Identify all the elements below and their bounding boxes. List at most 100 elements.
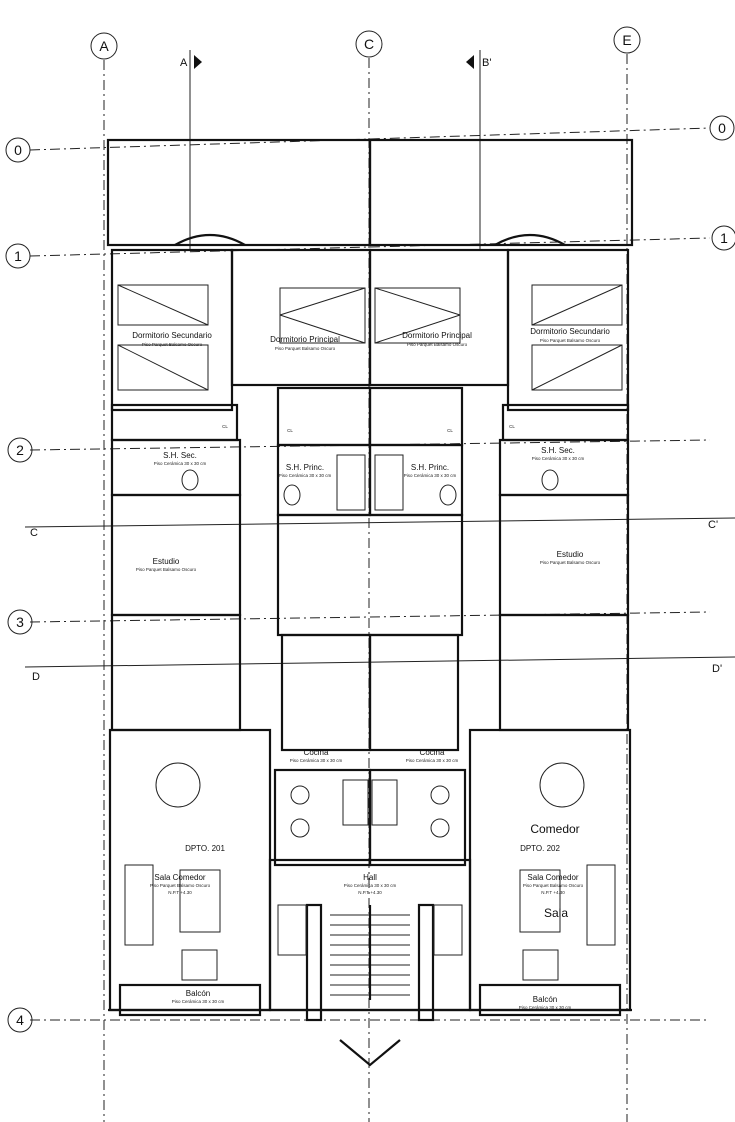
svg-text:S.H. Sec.: S.H. Sec.	[541, 446, 575, 455]
svg-text:A: A	[99, 38, 109, 54]
bed	[531, 284, 623, 326]
walls	[24, 50, 735, 1122]
coffee-table-icon	[519, 869, 561, 933]
armchair-icon	[522, 949, 559, 981]
planter	[494, 234, 566, 246]
sofa-icon	[586, 864, 616, 946]
svg-text:S.H. Sec.: S.H. Sec.	[163, 451, 197, 460]
section-arrow-icon	[466, 55, 474, 69]
closet-label: CL	[509, 424, 515, 429]
room-sh-sec-left: S.H. Sec.Piso Cerámica 30 x 30 cm	[154, 451, 207, 466]
axis-E: E	[613, 26, 641, 54]
svg-text:Piso Cerámica 30 x 30 cm: Piso Cerámica 30 x 30 cm	[404, 473, 457, 478]
dining-table-icon	[155, 762, 201, 808]
room-balcon	[118, 983, 262, 1017]
svg-text:N.P.T +4.30: N.P.T +4.30	[358, 890, 382, 895]
svg-text:Dormitorio Principal: Dormitorio Principal	[270, 335, 340, 344]
grid-line	[29, 237, 711, 257]
svg-text:Piso Parquet Balsamo Oscuro: Piso Parquet Balsamo Oscuro	[150, 883, 211, 888]
axis-2: 2	[7, 437, 33, 463]
section-line-D	[24, 656, 735, 668]
svg-text:Dormitorio Secundario: Dormitorio Secundario	[132, 331, 212, 340]
svg-text:Cocina: Cocina	[420, 748, 445, 757]
svg-text:E: E	[622, 32, 631, 48]
closet-label: CL	[447, 428, 453, 433]
bed-diagonal	[279, 314, 366, 344]
room	[498, 613, 630, 732]
stair-wall	[305, 903, 323, 1022]
stove-burner-icon	[430, 818, 450, 838]
svg-text:S.H. Princ.: S.H. Princ.	[411, 463, 449, 472]
stove-icon	[371, 779, 398, 826]
svg-text:0: 0	[14, 142, 22, 158]
axis-C: C	[355, 30, 383, 58]
axis-0: 00	[5, 115, 735, 163]
svg-text:2: 2	[16, 442, 24, 458]
room-dormitorio-secundario	[110, 248, 234, 412]
svg-text:1: 1	[14, 248, 22, 264]
elevator-icon	[433, 904, 463, 956]
svg-text:Sala Comedor: Sala Comedor	[527, 873, 578, 882]
room-sala-right: Sala	[544, 906, 568, 920]
elevator-icon	[277, 904, 307, 956]
svg-text:N.P.T +4.30: N.P.T +4.30	[168, 890, 192, 895]
room-dormitorio-principal	[368, 248, 510, 387]
svg-text:Hall: Hall	[363, 873, 377, 882]
section-C2: C'	[708, 519, 718, 531]
room-estudio	[110, 493, 242, 617]
section-D2: D'	[712, 663, 722, 675]
svg-text:Sala Comedor: Sala Comedor	[154, 873, 205, 882]
terrace	[106, 138, 372, 247]
bed	[531, 344, 623, 391]
section-line-C	[24, 517, 735, 528]
svg-text:N.P.T +4.30: N.P.T +4.30	[541, 890, 565, 895]
svg-text:Piso Parquet Balsamo Oscuro: Piso Parquet Balsamo Oscuro	[540, 338, 601, 343]
section-D: D	[32, 671, 40, 683]
room-sh-princ-right: S.H. Princ.Piso Cerámica 30 x 30 cm	[404, 463, 457, 478]
svg-text:Piso Parquet Balsamo Oscuro: Piso Parquet Balsamo Oscuro	[275, 346, 336, 351]
entrance	[339, 1039, 401, 1067]
toilet-icon	[181, 469, 199, 491]
svg-text:Piso Parquet Balsamo Oscuro: Piso Parquet Balsamo Oscuro	[407, 342, 468, 347]
room-comedor-right: Comedor	[530, 822, 579, 836]
room-sh-princ-left: S.H. Princ.Piso Cerámica 30 x 30 cm	[279, 463, 332, 478]
planter	[174, 234, 246, 246]
bed-diagonal	[374, 287, 461, 316]
closet	[276, 386, 372, 447]
bathtub-icon	[374, 454, 404, 511]
kitchen-counter	[368, 768, 467, 867]
room-dormitorio-principal	[230, 248, 372, 387]
bed	[117, 344, 209, 391]
svg-text:Piso Parquet Balsamo Oscuro: Piso Parquet Balsamo Oscuro	[142, 342, 203, 347]
section-B: B'	[482, 57, 491, 69]
svg-text:Balcón: Balcón	[533, 995, 557, 1004]
toilet-icon	[283, 484, 301, 506]
svg-text:Dormitorio Secundario: Dormitorio Secundario	[530, 327, 610, 336]
svg-text:Piso Parquet Balsamo Oscuro: Piso Parquet Balsamo Oscuro	[523, 883, 584, 888]
stove-burner-icon	[430, 785, 450, 805]
stove-icon	[342, 779, 369, 826]
armchair-icon	[181, 949, 218, 981]
svg-text:C: C	[364, 36, 374, 52]
kitchen-counter	[273, 768, 372, 867]
svg-text:4: 4	[16, 1012, 24, 1028]
closet	[368, 386, 464, 447]
coffee-table-icon	[179, 869, 221, 933]
toilet-icon	[439, 484, 457, 506]
svg-text:Piso Cerámica 30 x 30 cm: Piso Cerámica 30 x 30 cm	[172, 999, 225, 1004]
bed-diagonal	[117, 284, 209, 326]
grid-line	[29, 611, 711, 623]
svg-text:Piso Parquet Balsamo Oscuro: Piso Parquet Balsamo Oscuro	[136, 567, 197, 572]
svg-text:Estudio: Estudio	[557, 550, 584, 559]
svg-text:Piso Cerámica 30 x 30 cm: Piso Cerámica 30 x 30 cm	[406, 758, 459, 763]
